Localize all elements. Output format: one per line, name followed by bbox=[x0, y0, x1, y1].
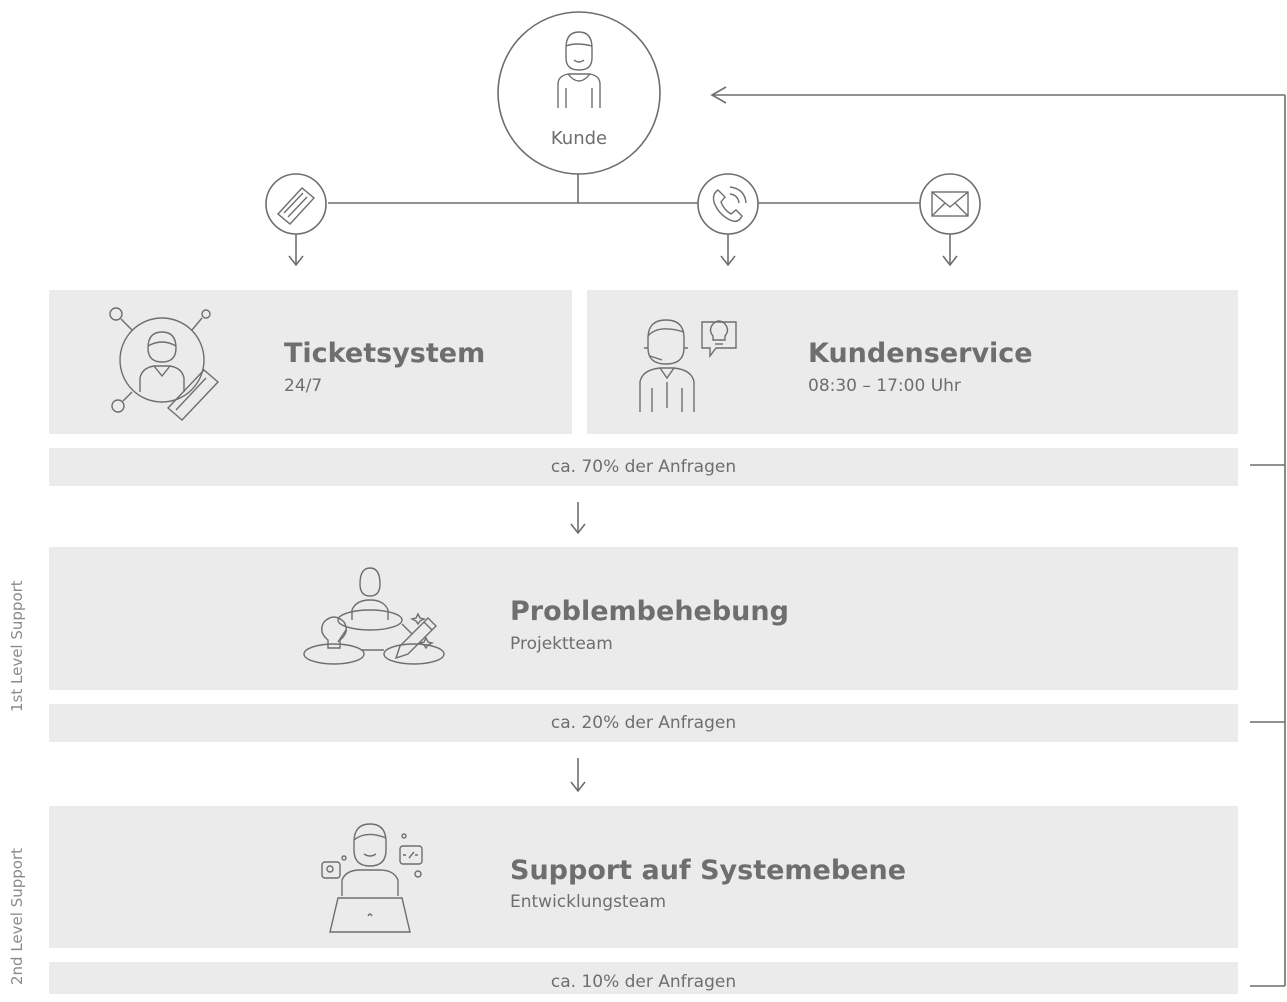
mail-icon bbox=[919, 173, 981, 235]
level-1-label: 1st Level Support bbox=[8, 580, 26, 712]
level-2-label: 2nd Level Support bbox=[8, 848, 26, 985]
service-agent-icon bbox=[639, 319, 737, 412]
person-icon bbox=[557, 31, 601, 108]
customer-label: Kunde bbox=[550, 128, 608, 149]
share-bar-10: ca. 10% der Anfragen bbox=[49, 962, 1238, 994]
ticket-icon bbox=[265, 173, 327, 235]
kundenservice-subtitle: 08:30 – 17:00 Uhr bbox=[808, 376, 961, 396]
share-bar-20: ca. 20% der Anfragen bbox=[49, 704, 1238, 742]
problembehebung-subtitle: Projektteam bbox=[510, 634, 613, 654]
developer-icon bbox=[321, 823, 423, 933]
ticketsystem-card bbox=[49, 290, 572, 434]
kundenservice-card bbox=[587, 290, 1238, 434]
ticket-agent-icon bbox=[109, 307, 220, 421]
customer-node bbox=[497, 11, 661, 175]
problembehebung-card bbox=[49, 547, 1238, 690]
phone-icon bbox=[697, 173, 759, 235]
kundenservice-title: Kundenservice bbox=[808, 338, 1033, 369]
systemsupport-subtitle: Entwicklungsteam bbox=[510, 892, 667, 912]
share-bar-70: ca. 70% der Anfragen bbox=[49, 448, 1238, 486]
systemsupport-card bbox=[49, 806, 1238, 948]
systemsupport-title: Support auf Systemebene bbox=[510, 855, 907, 886]
ticketsystem-subtitle: 24/7 bbox=[284, 376, 323, 396]
ticketsystem-title: Ticketsystem bbox=[284, 338, 486, 369]
problembehebung-title: Problembehebung bbox=[510, 596, 789, 627]
project-team-icon bbox=[303, 567, 445, 665]
